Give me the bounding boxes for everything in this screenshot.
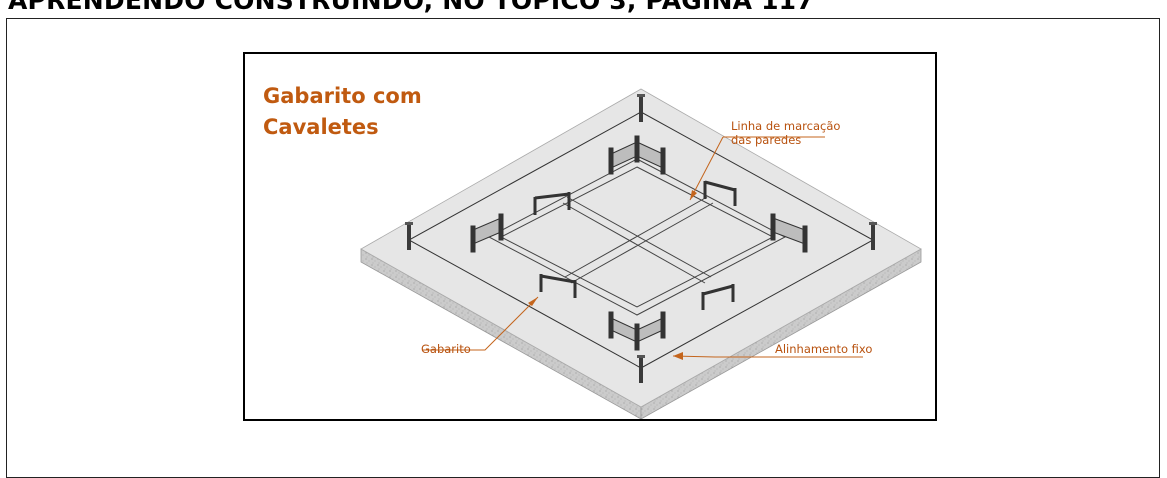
callout-linha-line2: das paredes xyxy=(731,133,801,147)
wall-marking-lines xyxy=(487,158,787,316)
figure-title-line1: Gabarito com xyxy=(263,84,422,108)
callout-gabarito: Gabarito xyxy=(421,342,471,356)
slab-top xyxy=(360,88,922,408)
figure-frame: Linha de marcação das paredes Gabarito A… xyxy=(243,52,937,421)
callout-linha-line1: Linha de marcação xyxy=(731,119,840,133)
leader-arrowheads xyxy=(528,190,697,360)
corner-cavaletes xyxy=(470,135,808,351)
gabarito-diagram: Linha de marcação das paredes Gabarito A… xyxy=(360,88,922,419)
page-header: APRENDENDO CONSTRUINDO, NO TÓPICO 3, PÁG… xyxy=(8,0,814,15)
callout-alinhamento: Alinhamento fixo xyxy=(775,342,872,356)
mid-cavaletes xyxy=(533,180,737,310)
leader-lines xyxy=(423,136,863,358)
figure-title-line2: Cavaletes xyxy=(263,115,379,139)
